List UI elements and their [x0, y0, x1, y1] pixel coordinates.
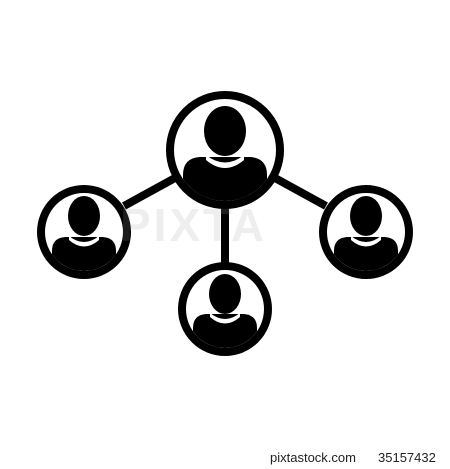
connector-right: [273, 174, 328, 210]
user-icon-left: [37, 185, 131, 279]
user-icon-right: [319, 185, 413, 279]
connector-lines: [122, 174, 328, 266]
user-icon-bottom: [178, 262, 272, 356]
footer: pixtastock.com 35157432: [0, 445, 450, 469]
connector-left: [122, 174, 177, 210]
footer-site: pixtastock.com: [270, 450, 356, 465]
user-icon-top: [166, 91, 284, 209]
footer-image-id: 35157432: [378, 450, 436, 465]
